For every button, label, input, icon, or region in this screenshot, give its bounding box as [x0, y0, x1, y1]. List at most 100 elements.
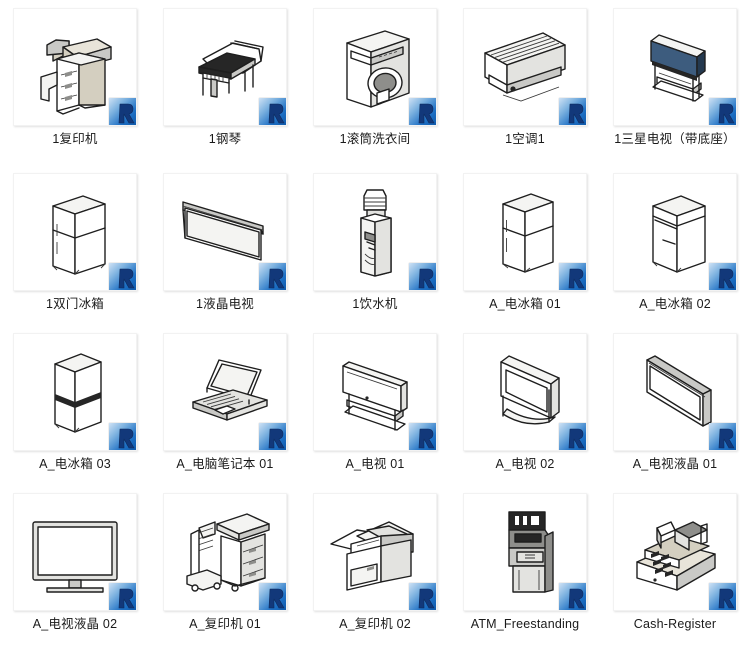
printer-icon[interactable] — [313, 493, 437, 611]
air-conditioner-icon[interactable] — [463, 8, 587, 126]
file-item[interactable]: 1钢琴 — [150, 0, 300, 165]
copier-icon-art — [186, 513, 270, 592]
refrigerator-icon[interactable] — [13, 173, 137, 291]
file-item-label: A_电视 01 — [345, 457, 405, 471]
cash-register-icon[interactable] — [613, 493, 737, 611]
television-icon[interactable] — [313, 333, 437, 451]
revit-family-file-badge — [259, 98, 286, 125]
revit-family-file-badge — [409, 423, 436, 450]
revit-family-file-badge — [559, 583, 586, 610]
revit-family-file-badge — [109, 263, 136, 290]
file-item-label: 1复印机 — [52, 132, 98, 146]
file-item-label: 1钢琴 — [208, 132, 242, 146]
file-item[interactable]: ATM_Freestanding — [450, 485, 600, 670]
revit-family-file-badge — [259, 423, 286, 450]
file-item-label: A_电冰箱 02 — [639, 297, 711, 311]
file-item-label: 1双门冰箱 — [46, 297, 104, 311]
revit-family-file-badge — [409, 263, 436, 290]
file-item-label: 1液晶电视 — [196, 297, 254, 311]
file-item-label: A_复印机 01 — [189, 617, 261, 631]
revit-family-file-badge — [109, 583, 136, 610]
refrigerator-icon-art — [652, 195, 706, 273]
revit-family-file-badge — [709, 423, 736, 450]
revit-family-file-badge — [709, 263, 736, 290]
lcd-television-icon-art — [182, 201, 264, 261]
copier-icon-art — [40, 38, 112, 115]
file-item-label: 1空调1 — [505, 132, 545, 146]
atm-machine-icon[interactable] — [463, 493, 587, 611]
laptop-icon[interactable] — [163, 333, 287, 451]
lcd-television-icon[interactable] — [13, 493, 137, 611]
file-item[interactable]: 1双门冰箱 — [0, 165, 150, 325]
revit-family-file-badge — [709, 98, 736, 125]
television-stand-icon[interactable] — [613, 8, 737, 126]
washing-machine-icon[interactable] — [313, 8, 437, 126]
file-item-label: ATM_Freestanding — [470, 617, 580, 631]
refrigerator-icon-art — [502, 193, 554, 273]
file-item[interactable]: 1滚筒洗衣间 — [300, 0, 450, 165]
air-conditioner-icon-art — [484, 32, 566, 102]
cash-register-icon-art — [636, 521, 716, 591]
revit-family-file-badge — [409, 583, 436, 610]
file-item[interactable]: A_电视 01 — [300, 325, 450, 485]
refrigerator-icon-art — [54, 353, 102, 433]
revit-family-file-badge — [709, 583, 736, 610]
file-item[interactable]: Cash-Register — [600, 485, 750, 670]
file-item[interactable]: A_电脑笔记本 01 — [150, 325, 300, 485]
file-item[interactable]: A_复印机 02 — [300, 485, 450, 670]
file-item-label: A_电脑笔记本 01 — [176, 457, 274, 471]
file-item[interactable]: A_复印机 01 — [150, 485, 300, 670]
file-item[interactable]: 1三星电视（带底座） — [600, 0, 750, 165]
refrigerator-icon-art — [52, 195, 106, 275]
copier-icon[interactable] — [13, 8, 137, 126]
printer-icon-art — [330, 521, 414, 591]
file-item[interactable]: 1液晶电视 — [150, 165, 300, 325]
file-item[interactable]: 1空调1 — [450, 0, 600, 165]
file-item-label: A_电冰箱 03 — [39, 457, 111, 471]
revit-family-file-badge — [259, 263, 286, 290]
revit-family-file-badge — [259, 583, 286, 610]
revit-family-file-badge — [559, 263, 586, 290]
refrigerator-icon[interactable] — [463, 173, 587, 291]
file-item-label: A_电视液晶 02 — [32, 617, 118, 631]
lcd-television-icon[interactable] — [163, 173, 287, 291]
file-item[interactable]: A_电视液晶 01 — [600, 325, 750, 485]
file-item-label: A_复印机 02 — [339, 617, 411, 631]
file-item[interactable]: 1饮水机 — [300, 165, 450, 325]
revit-family-file-badge — [559, 98, 586, 125]
lcd-television-icon-art — [32, 521, 118, 593]
file-item-label: A_电冰箱 01 — [489, 297, 561, 311]
copier-icon[interactable] — [163, 493, 287, 611]
file-item-label: Cash-Register — [633, 617, 717, 631]
television-icon-art — [500, 355, 560, 425]
television-icon[interactable] — [463, 333, 587, 451]
revit-family-file-badge — [559, 423, 586, 450]
revit-family-file-badge — [409, 98, 436, 125]
file-item-label: 1饮水机 — [352, 297, 398, 311]
lcd-television-icon-art — [646, 355, 712, 427]
refrigerator-icon[interactable] — [13, 333, 137, 451]
file-item[interactable]: 1复印机 — [0, 0, 150, 165]
television-icon-art — [342, 361, 408, 431]
lcd-television-icon[interactable] — [613, 333, 737, 451]
file-item-label: 1三星电视（带底座） — [614, 132, 736, 146]
grand-piano-icon[interactable] — [163, 8, 287, 126]
atm-machine-icon-art — [508, 511, 554, 593]
water-dispenser-icon[interactable] — [313, 173, 437, 291]
refrigerator-icon[interactable] — [613, 173, 737, 291]
revit-family-file-badge — [109, 423, 136, 450]
file-item[interactable]: A_电冰箱 03 — [0, 325, 150, 485]
grand-piano-icon-art — [198, 40, 264, 98]
laptop-icon-art — [192, 359, 268, 421]
file-item-label: A_电视 02 — [495, 457, 555, 471]
file-item[interactable]: A_电视液晶 02 — [0, 485, 150, 670]
washing-machine-icon-art — [346, 30, 410, 108]
file-item[interactable]: A_电冰箱 02 — [600, 165, 750, 325]
file-item[interactable]: A_电视 02 — [450, 325, 600, 485]
television-stand-icon-art — [650, 34, 706, 102]
file-item[interactable]: A_电冰箱 01 — [450, 165, 600, 325]
file-item-label: A_电视液晶 01 — [632, 457, 718, 471]
file-item-label: 1滚筒洗衣间 — [339, 132, 411, 146]
revit-family-file-badge — [109, 98, 136, 125]
